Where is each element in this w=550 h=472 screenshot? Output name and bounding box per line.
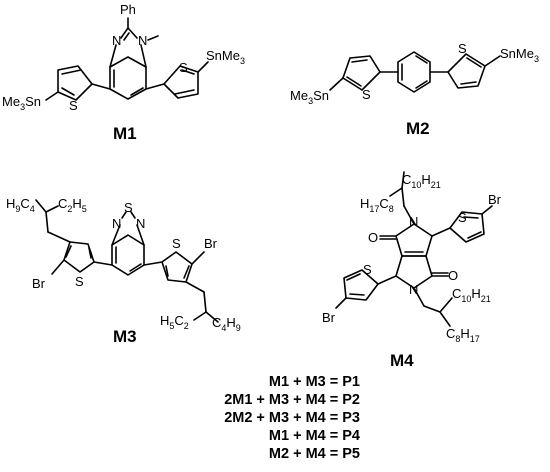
m2-me3sn-label: Me3Sn — [290, 88, 329, 106]
polymerization-equations: M1 + M3 = P1 2M1 + M3 + M4 = P2 2M2 + M3… — [0, 373, 550, 463]
equation-p5: M2 + M4 = P5 — [268, 446, 360, 462]
m2-snme3-label: SnMe3 — [500, 46, 539, 64]
m3-br-left-label: Br — [32, 276, 46, 291]
monomer-m3-structure — [35, 199, 219, 323]
m1-n-left-label: N — [112, 33, 121, 48]
monomer-m1-structure — [45, 17, 209, 101]
m2-s-right-label: S — [458, 41, 467, 56]
equation-p2: 2M1 + M3 + M4 = P2 — [224, 392, 360, 408]
m1-n-right-label: N — [138, 33, 147, 48]
monomer-label-m4: M4 — [390, 351, 414, 370]
m4-c8h17-label: C8H17 — [446, 326, 480, 344]
m1-ph-label: Ph — [120, 2, 136, 17]
m3-s-thiadiazole-label: S — [124, 200, 133, 215]
monomer-label-m2: M2 — [406, 119, 430, 138]
m3-br-right-label: Br — [204, 236, 218, 251]
m4-o-right-label: O — [448, 268, 458, 283]
equation-p1: M1 + M3 = P1 — [268, 374, 360, 390]
m1-s-right-label: S — [179, 60, 188, 75]
equation-p3: 2M2 + M3 + M4 = P3 — [224, 410, 360, 426]
equation-p4: M1 + M4 = P4 — [268, 428, 360, 444]
m4-c10h21-bottom-label: C10H21 — [452, 286, 491, 304]
m4-o-left-label: O — [368, 230, 378, 245]
monomer-m4-structure — [335, 171, 493, 327]
m4-s-left-label: S — [363, 262, 372, 277]
m3-h9c4-label: H9C4 — [6, 196, 35, 214]
m1-s-left-label: S — [69, 98, 78, 113]
m4-n-bottom-label: N — [409, 282, 418, 297]
m4-n-top-label: N — [409, 214, 418, 229]
monomer-m2-structure — [329, 51, 501, 93]
m1-me3sn-label: Me3Sn — [2, 94, 41, 112]
m4-s-right-label: S — [458, 210, 467, 225]
m3-n-left-label: N — [112, 216, 121, 231]
m4-c10h21-top-label: C10H21 — [402, 172, 441, 190]
m3-c4h9-label: C4H9 — [212, 315, 241, 333]
m3-s-left-label: S — [75, 274, 84, 289]
monomer-label-m1: M1 — [113, 124, 137, 143]
monomer-label-m3: M3 — [113, 327, 137, 346]
m4-h17c8-label: H17C8 — [360, 196, 394, 214]
m4-br-right-label: Br — [488, 192, 502, 207]
m3-h5c2-label: H5C2 — [160, 313, 189, 331]
m3-c2h5-label: C2H5 — [58, 196, 87, 214]
m2-s-left-label: S — [362, 87, 371, 102]
m4-br-left-label: Br — [322, 310, 336, 325]
m3-n-right-label: N — [136, 216, 145, 231]
m1-snme3-label: SnMe3 — [206, 48, 245, 66]
m3-s-right-label: S — [172, 236, 181, 251]
